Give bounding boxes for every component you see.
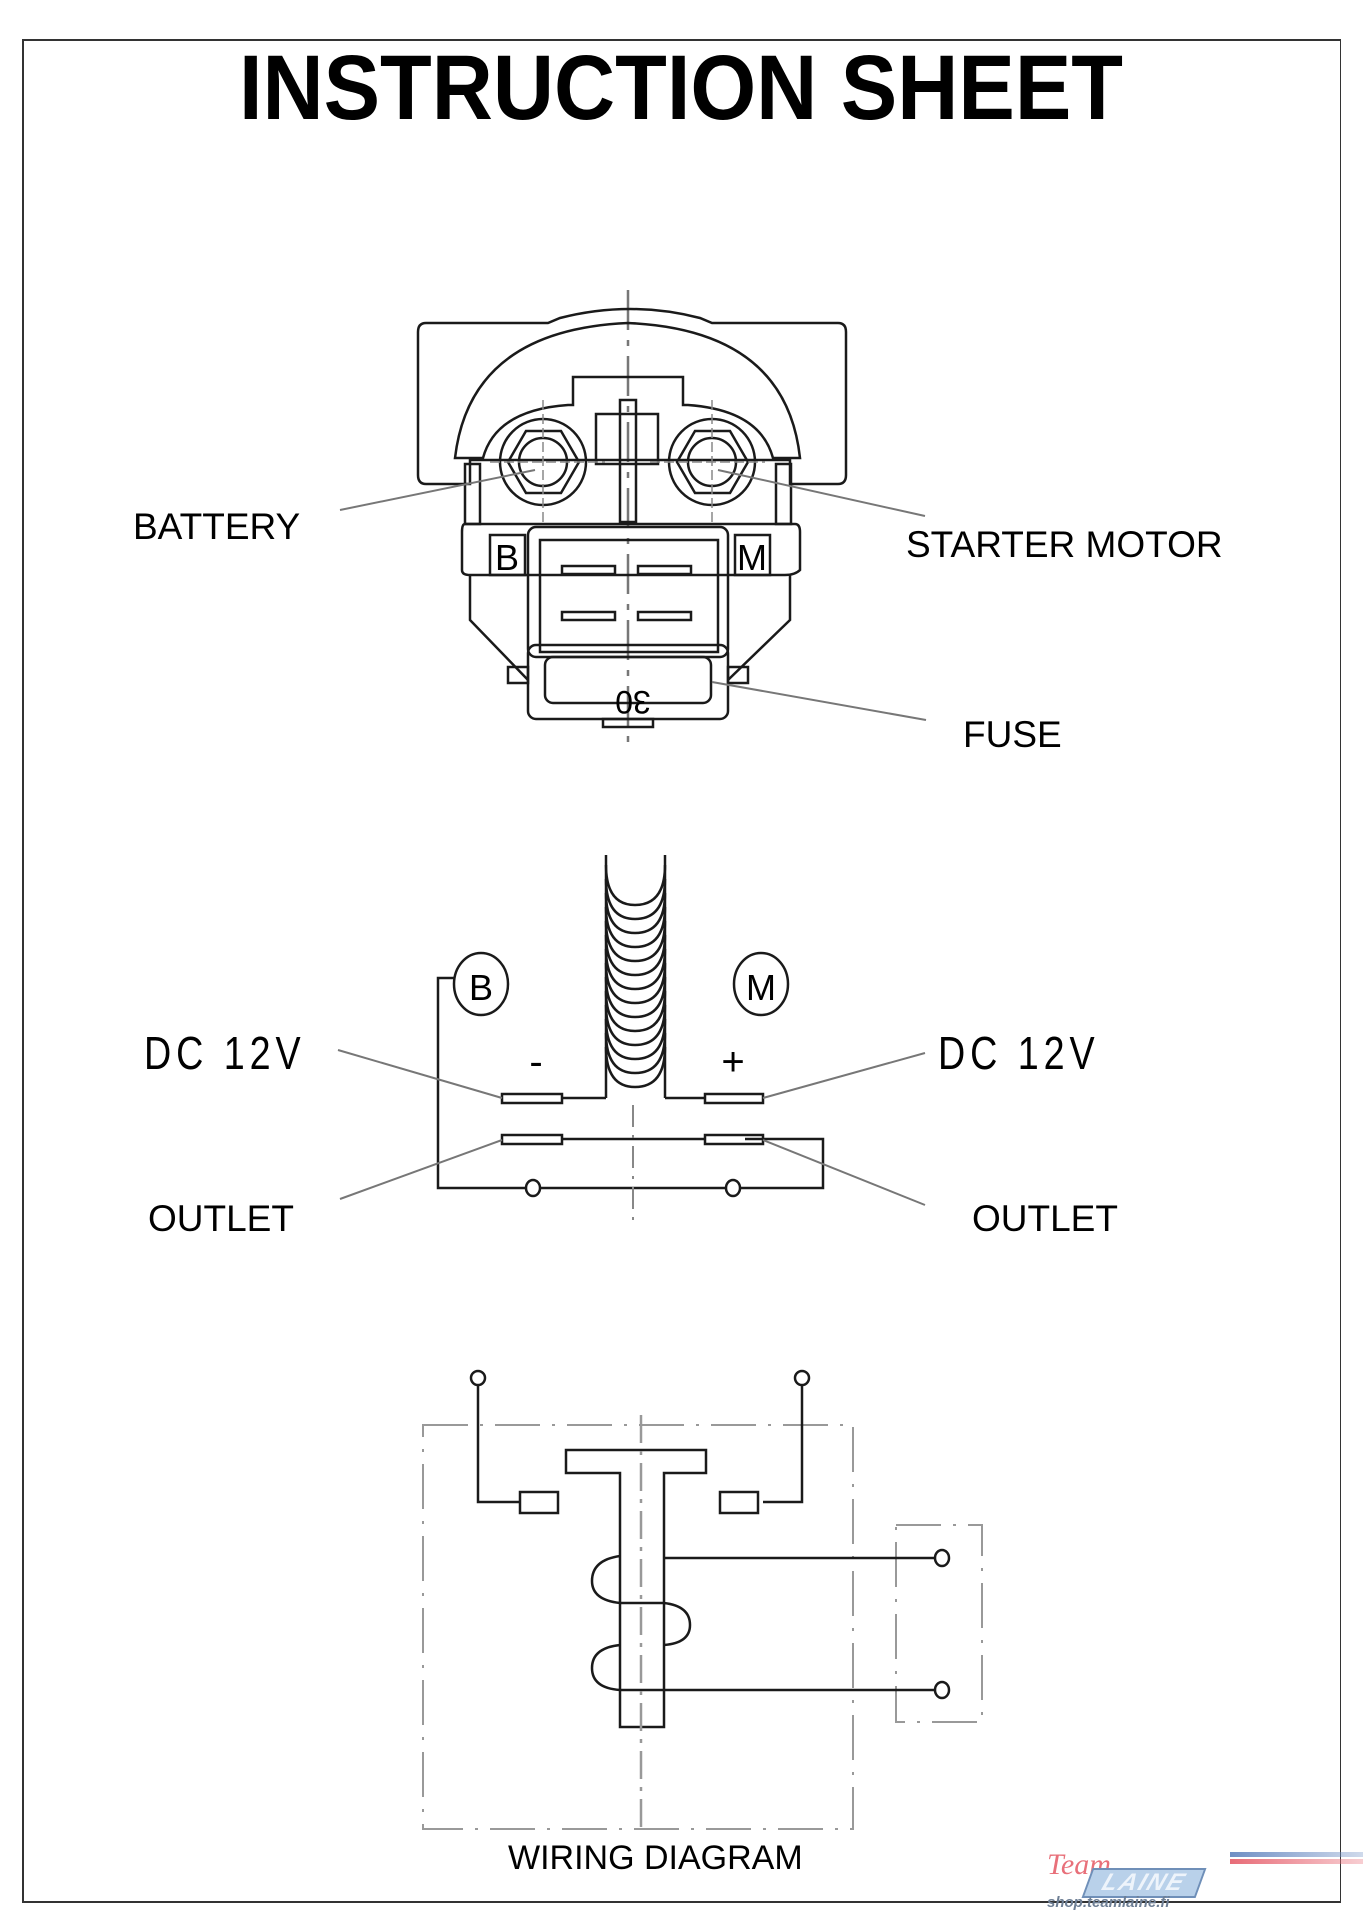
- motor-contact: [718, 1490, 760, 1515]
- left-outlet-leader: [339, 1139, 503, 1200]
- coil-winding: [604, 906, 667, 949]
- coil-winding: [604, 864, 667, 907]
- left-dc-leader: [337, 1049, 503, 1099]
- fuse-leader-line: [711, 681, 927, 721]
- right-outlet-leader: [762, 1139, 926, 1206]
- coil-terminal-node: [933, 1680, 951, 1700]
- wiring-diagram-caption: WIRING DIAGRAM: [508, 1839, 803, 1877]
- coil-winding: [604, 878, 667, 921]
- relay-outline-dashed: [422, 1424, 854, 1830]
- battery-wire: [476, 1385, 520, 1504]
- positive-sign: +: [721, 1040, 744, 1084]
- coil-windings: [604, 864, 667, 1089]
- negative-sign: -: [529, 1040, 542, 1084]
- logo-stripe-red: [1230, 1859, 1363, 1864]
- m-mark-box: [733, 533, 772, 577]
- left-dc-voltage-label: DC 12V: [144, 1027, 306, 1079]
- coil-winding: [604, 1032, 667, 1075]
- coil-winding: [604, 1004, 667, 1047]
- coil-loop: [620, 1601, 692, 1647]
- b-mark-box: [488, 533, 527, 577]
- coil-loop: [590, 1643, 621, 1692]
- fuse-label: FUSE: [963, 714, 1062, 755]
- left-outlet-contact: [500, 1133, 564, 1146]
- coil-winding: [604, 892, 667, 935]
- fuse: [543, 655, 713, 705]
- logo-url: shop.teamlaine.fi: [1047, 1894, 1170, 1911]
- battery-label: BATTERY: [133, 506, 301, 547]
- relay-center-pin: [618, 398, 638, 524]
- left-outlet-pin: [524, 1178, 542, 1198]
- right-outlet-contact: [703, 1133, 765, 1146]
- outlet-loop-wire: [436, 976, 825, 1190]
- coil-terminal-b: B: [469, 967, 493, 1008]
- relay-dome: [453, 321, 802, 460]
- battery-terminal-node: [469, 1369, 487, 1387]
- terminal-b-circle: [452, 951, 510, 1017]
- coil-terminal-m: M: [746, 967, 776, 1008]
- coil-terminal-node: [933, 1548, 951, 1568]
- battery-contact: [518, 1490, 560, 1515]
- page-border: [22, 39, 1341, 1903]
- motor-terminal-node: [793, 1369, 811, 1387]
- motor-terminal-mark: M: [737, 537, 767, 578]
- coil-winding: [604, 920, 667, 963]
- relay-housing: [416, 307, 848, 486]
- right-outlet-pin: [724, 1178, 742, 1198]
- motor-wire: [763, 1385, 804, 1504]
- connector-outline-dashed: [895, 1524, 983, 1723]
- starter-motor-label: STARTER MOTOR: [906, 524, 1223, 565]
- page-title: INSTRUCTION SHEET: [238, 37, 1124, 139]
- coil-winding: [604, 948, 667, 991]
- right-dc-voltage-label: DC 12V: [938, 1027, 1100, 1079]
- coil-winding: [604, 976, 667, 1019]
- plunger-t: [564, 1448, 708, 1729]
- battery-terminal-mark: B: [495, 537, 519, 578]
- right-outlet-label: OUTLET: [972, 1198, 1118, 1239]
- positive-contact: [703, 1092, 765, 1105]
- coil-winding: [604, 962, 667, 1005]
- coil-winding: [604, 1046, 667, 1089]
- left-outlet-label: OUTLET: [148, 1198, 294, 1239]
- coil-winding: [604, 1018, 667, 1061]
- connector-slot: [560, 564, 617, 576]
- connector-slot: [636, 564, 693, 576]
- right-dc-leader: [762, 1052, 926, 1099]
- connector-slot: [636, 610, 693, 622]
- battery-leader-line: [339, 469, 536, 511]
- starter-motor-leader-line: [717, 469, 926, 517]
- logo-stripe-blue: [1230, 1852, 1363, 1857]
- coil-loop: [590, 1554, 621, 1605]
- fuse-rating: 30: [615, 684, 651, 720]
- terminal-m-circle: [732, 951, 790, 1017]
- negative-contact: [500, 1092, 564, 1105]
- connector-slot: [560, 610, 617, 622]
- coil-winding: [604, 990, 667, 1033]
- coil-winding: [604, 934, 667, 977]
- team-laine-logo: Team LAINE shop.teamlaine.fi: [1035, 1848, 1363, 1920]
